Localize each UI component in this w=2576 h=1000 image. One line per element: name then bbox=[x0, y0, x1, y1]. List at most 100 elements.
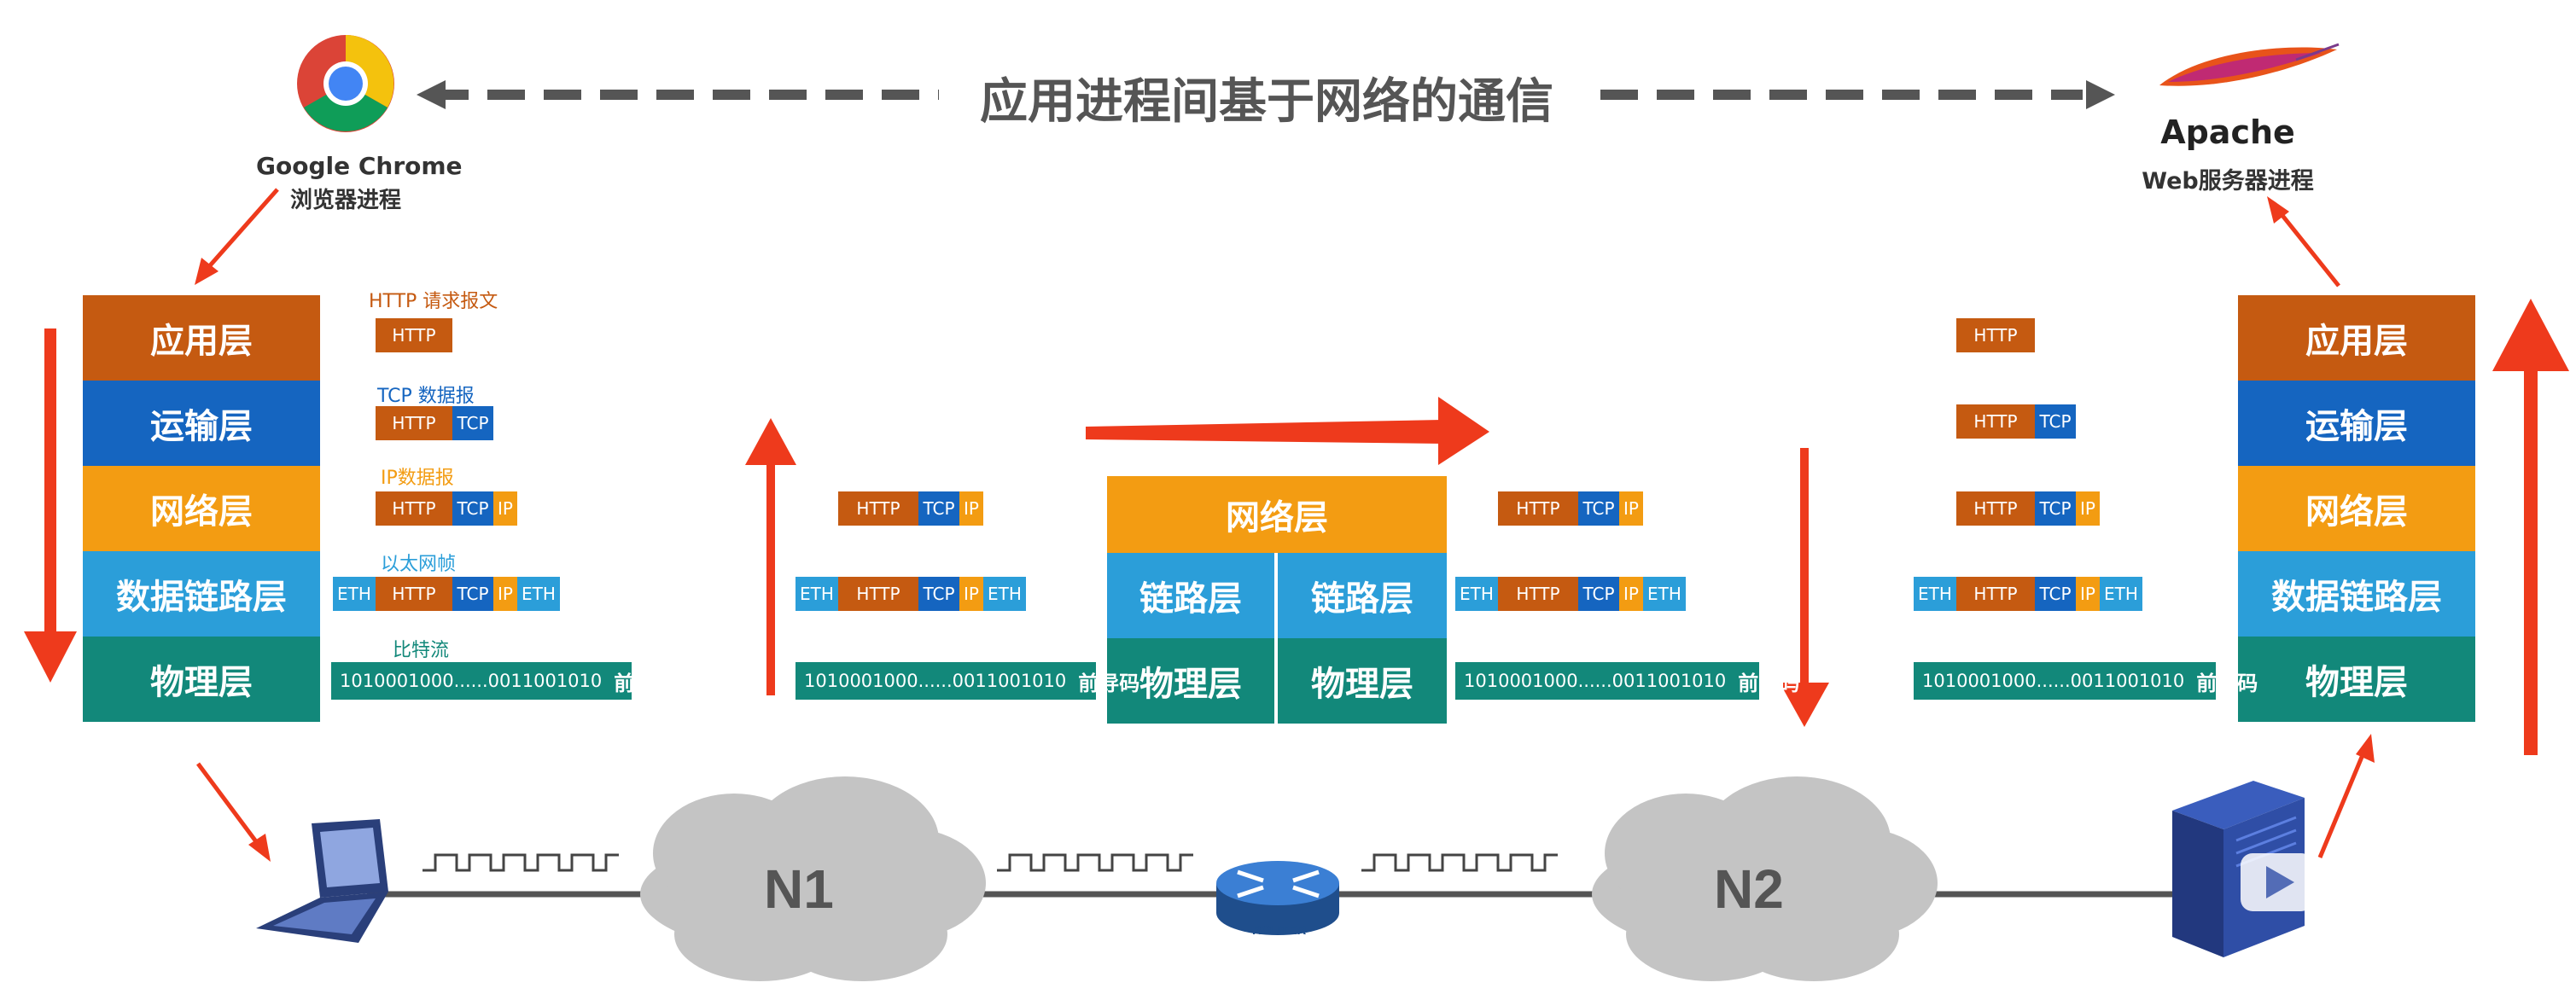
pdu-eth: ETH HTTP TCP IP ETH bbox=[333, 577, 560, 611]
pdu-http: HTTP bbox=[376, 318, 452, 352]
apache-feather-logo bbox=[2159, 43, 2340, 86]
seg-http: HTTP bbox=[1956, 404, 2035, 439]
router-layer-physical-right: 物理层 bbox=[1278, 638, 1447, 724]
cloud-icon bbox=[640, 776, 986, 981]
router-protocol-stack: 网络层 链路层 链路层 物理层 物理层 bbox=[1107, 476, 1447, 724]
layer-datalink: 数据链路层 bbox=[2238, 551, 2475, 637]
pdu-eth-recv: ETH HTTP TCP IP ETH bbox=[1914, 577, 2142, 611]
seg-ip: IP bbox=[2076, 491, 2100, 526]
bits-value: 1010001000......0011001010 bbox=[1464, 671, 1727, 691]
seg-ip: IP bbox=[493, 491, 517, 526]
client-app-name: Google Chrome bbox=[256, 152, 463, 180]
pdu-eth-router-in: ETH HTTP TCP IP ETH bbox=[796, 577, 1026, 611]
seg-eth: ETH bbox=[1643, 577, 1686, 611]
seg-ip: IP bbox=[959, 577, 983, 611]
server-icon bbox=[2172, 781, 2305, 957]
network-n1-label: N1 bbox=[764, 858, 834, 920]
seg-http: HTTP bbox=[838, 491, 918, 526]
network-n2-label: N2 bbox=[1714, 858, 1784, 920]
seg-http: HTTP bbox=[376, 577, 452, 611]
seg-tcp: TCP bbox=[918, 577, 959, 611]
pdu-ip-recv: HTTP TCP IP bbox=[1956, 491, 2100, 526]
seg-http: HTTP bbox=[1956, 491, 2035, 526]
caption-ip-datagram: IP数据报 bbox=[381, 468, 454, 489]
client-process-label: 浏览器进程 bbox=[289, 188, 401, 213]
seg-http: HTTP bbox=[838, 577, 918, 611]
seg-tcp: TCP bbox=[1578, 491, 1619, 526]
chrome-logo bbox=[297, 35, 394, 132]
arrowhead-left bbox=[417, 80, 446, 109]
seg-tcp: TCP bbox=[452, 577, 493, 611]
bit-stream-router-in: 1010001000......0011001010 前导码 bbox=[796, 662, 1139, 700]
seg-http: HTTP bbox=[1498, 577, 1578, 611]
router-label: ROUTER bbox=[1252, 923, 1307, 938]
router-layer-link-left: 链路层 bbox=[1107, 553, 1274, 638]
pdu-ip-router-in: HTTP TCP IP bbox=[838, 491, 983, 526]
preamble-label: 前导码 bbox=[1738, 671, 1800, 695]
seg-tcp: TCP bbox=[452, 406, 493, 440]
caption-tcp-segment: TCP 数据报 bbox=[377, 386, 475, 407]
preamble-label: 前导码 bbox=[614, 671, 676, 695]
seg-tcp: TCP bbox=[2035, 404, 2076, 439]
seg-tcp: TCP bbox=[2035, 491, 2076, 526]
server-app-name: Apache bbox=[2160, 113, 2295, 151]
seg-http: HTTP bbox=[376, 491, 452, 526]
caption-ethernet-frame: 以太网帧 bbox=[381, 554, 457, 575]
seg-eth: ETH bbox=[333, 577, 376, 611]
router-layer-link-right: 链路层 bbox=[1278, 553, 1447, 638]
layer-network: 网络层 bbox=[2238, 466, 2475, 551]
caption-http-message: HTTP 请求报文 bbox=[369, 291, 498, 312]
seg-eth: ETH bbox=[517, 577, 560, 611]
layer-app: 应用层 bbox=[2238, 295, 2475, 381]
layer-physical: 物理层 bbox=[2238, 637, 2475, 722]
play-icon bbox=[2241, 853, 2313, 911]
client-protocol-stack: 应用层 运输层 网络层 数据链路层 物理层 bbox=[83, 295, 320, 722]
layer-app: 应用层 bbox=[83, 295, 320, 381]
seg-ip: IP bbox=[1619, 577, 1643, 611]
server-process-label: Web服务器进程 bbox=[2142, 168, 2314, 195]
server-protocol-stack: 应用层 运输层 网络层 数据链路层 物理层 bbox=[2238, 295, 2475, 722]
layer-datalink: 数据链路层 bbox=[83, 551, 320, 637]
seg-ip: IP bbox=[1619, 491, 1643, 526]
seg-tcp: TCP bbox=[918, 491, 959, 526]
router-layer-network: 网络层 bbox=[1107, 476, 1447, 553]
layer-physical: 物理层 bbox=[83, 637, 320, 722]
layer-transport: 运输层 bbox=[83, 381, 320, 466]
laptop-icon bbox=[256, 819, 388, 943]
pdu-tcp-recv: HTTP TCP bbox=[1956, 404, 2076, 439]
seg-eth: ETH bbox=[2100, 577, 2142, 611]
bits-value: 1010001000......0011001010 bbox=[340, 671, 603, 691]
router-layer-physical-left: 物理层 bbox=[1107, 638, 1274, 724]
bit-stream: 1010001000......0011001010 前导码 bbox=[331, 662, 675, 700]
seg-eth: ETH bbox=[1455, 577, 1498, 611]
bits-value: 1010001000......0011001010 bbox=[804, 671, 1067, 691]
seg-http: HTTP bbox=[376, 318, 452, 352]
seg-eth: ETH bbox=[1914, 577, 1956, 611]
layer-network: 网络层 bbox=[83, 466, 320, 551]
seg-tcp: TCP bbox=[2035, 577, 2076, 611]
seg-eth: ETH bbox=[983, 577, 1026, 611]
seg-http: HTTP bbox=[376, 406, 452, 440]
seg-http: HTTP bbox=[1956, 577, 2035, 611]
seg-tcp: TCP bbox=[1578, 577, 1619, 611]
seg-http: HTTP bbox=[1498, 491, 1578, 526]
bits-value: 1010001000......0011001010 bbox=[1922, 671, 2185, 691]
seg-eth: ETH bbox=[796, 577, 838, 611]
pdu-eth-router-out: ETH HTTP TCP IP ETH bbox=[1455, 577, 1686, 611]
pdu-tcp: HTTP TCP bbox=[376, 406, 493, 440]
pdu-http-recv: HTTP bbox=[1956, 318, 2035, 352]
seg-http: HTTP bbox=[1956, 318, 2035, 352]
seg-tcp: TCP bbox=[452, 491, 493, 526]
caption-bit-stream: 比特流 bbox=[393, 640, 450, 661]
page-title: 应用进程间基于网络的通信 bbox=[980, 74, 1553, 130]
preamble-label: 前导码 bbox=[1078, 671, 1140, 695]
cloud-icon bbox=[1592, 776, 1938, 981]
bit-stream-router-out: 1010001000......0011001010 前导码 bbox=[1455, 662, 1799, 700]
pdu-ip-router-out: HTTP TCP IP bbox=[1498, 491, 1643, 526]
layer-transport: 运输层 bbox=[2238, 381, 2475, 466]
arrowhead-right bbox=[2086, 80, 2115, 109]
seg-ip: IP bbox=[2076, 577, 2100, 611]
seg-ip: IP bbox=[493, 577, 517, 611]
